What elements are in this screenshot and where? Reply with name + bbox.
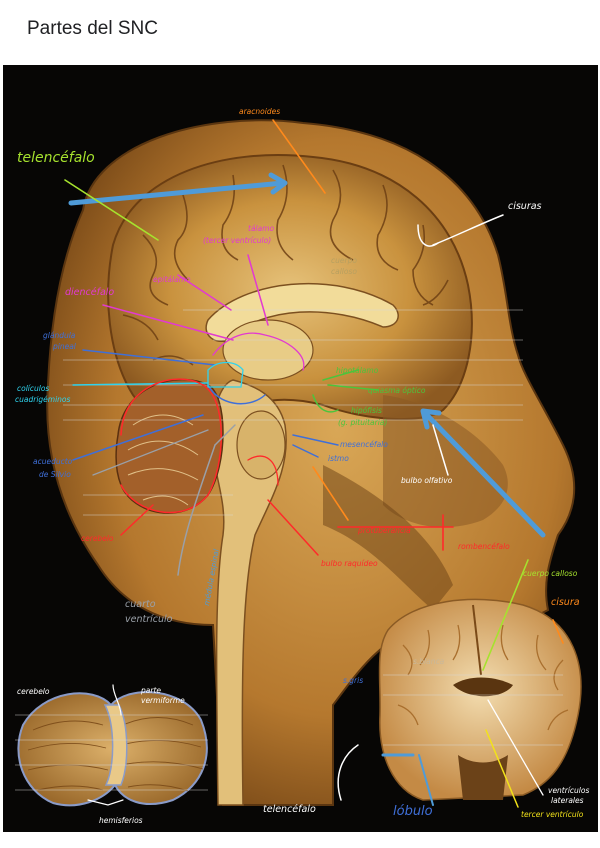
label-acueducto-2: de Silvio: [39, 470, 71, 479]
pons: [236, 410, 286, 480]
label-telencefalo-bottom: telencéfalo: [263, 804, 316, 815]
label-hipofisis-2: (g. pituitaria): [338, 418, 388, 427]
label-glandula-pineal: glándula: [43, 331, 76, 340]
thalamus: [222, 319, 314, 381]
label-istmo: istmo: [328, 454, 349, 463]
label-s-blanca: s.blanca: [413, 657, 445, 666]
label-s-gris: s.gris: [343, 676, 364, 685]
label-coliculos: colículos: [17, 384, 50, 393]
label-bulbo-olfativo: bulbo olfativo: [401, 476, 453, 485]
label-hipotalamo: hipotálamo: [336, 366, 379, 375]
brain-sagittal-section-icon: [15, 119, 582, 808]
label-cuarto-ventriculo: cuarto: [125, 599, 156, 610]
label-hemisferios: hemisferios: [99, 816, 143, 825]
label-cisuras: cisuras: [508, 201, 542, 212]
label-rombencefalo: rombencéfalo: [458, 542, 510, 551]
label-cuerpo-calloso-2: calloso: [331, 267, 357, 276]
label-quiasma-optico: quiasma óptico: [368, 386, 426, 395]
label-talamo-sub: (tercer ventrículo): [203, 236, 272, 245]
page-title: Partes del SNC: [27, 18, 158, 39]
label-bulbo-raquideo: bulbo raquídeo: [321, 559, 378, 568]
label-mesencefalo: mesencéfalo: [340, 440, 388, 449]
label-acueducto: acueducto: [33, 457, 73, 466]
label-cuarto-ventriculo-2: ventrículo: [125, 614, 173, 625]
label-talamo: tálamo: [248, 224, 275, 233]
label-cerebelo-inset: cerebelo: [17, 687, 50, 696]
brain-coronal-section-icon: [378, 598, 582, 801]
label-lobulo: lóbulo: [393, 804, 433, 819]
cerebellum-section-icon: [17, 691, 208, 807]
label-telencefalo-top: telencéfalo: [17, 150, 95, 166]
label-ventriculos-laterales: ventrículos: [548, 786, 590, 795]
label-cisura: cisura: [551, 597, 580, 608]
label-ventriculos-laterales-2: laterales: [551, 796, 584, 805]
label-glandula-pineal-2: pineal: [53, 342, 76, 351]
label-hipofisis: hipófisis: [351, 406, 382, 415]
anatomy-figure: aracnoides telencéfalo cisuras tálamo (t…: [3, 65, 598, 832]
label-cerebelo: cerebelo: [81, 534, 114, 543]
label-protuberancia: protuberancia: [358, 526, 411, 535]
label-cuerpo-calloso-inset: cuerpo calloso: [523, 569, 578, 578]
label-parte-vermiforme-2: vermiforme: [141, 696, 185, 705]
label-coliculos-2: cuadrigéminos: [15, 395, 71, 404]
label-tercer-ventriculo: tercer ventrículo: [521, 810, 584, 819]
label-diencefalo: diencéfalo: [65, 287, 115, 298]
label-parte-vermiforme: parte: [141, 686, 161, 695]
label-cuerpo-calloso: cuerpo: [331, 256, 357, 265]
label-aracnoides: aracnoides: [239, 107, 281, 116]
label-epitalamo: epitálamo: [153, 275, 191, 284]
